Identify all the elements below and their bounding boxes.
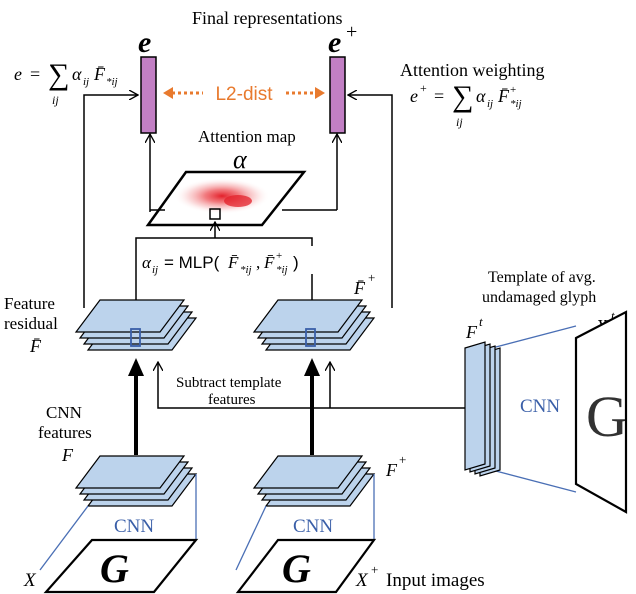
- svg-text:α: α: [142, 253, 152, 272]
- template-label-2: undamaged glyph: [482, 289, 596, 306]
- svg-text:α: α: [72, 64, 82, 84]
- attention-map-label: Attention map: [198, 127, 296, 146]
- subtract-connector: [158, 362, 470, 409]
- input-images-label: Input images: [386, 570, 485, 591]
- arrow-feature-to-e: [83, 95, 138, 308]
- e-plus-label: e +: [328, 21, 357, 59]
- svg-text:G: G: [586, 384, 628, 449]
- subtract-label-2: features: [208, 392, 256, 408]
- cnn-feature-stack-left: [74, 455, 198, 507]
- svg-text:F̄: F̄: [93, 64, 106, 84]
- svg-text:=: =: [434, 86, 444, 106]
- input-image-left: G: [43, 538, 199, 594]
- svg-text:F̄: F̄: [263, 253, 275, 272]
- embedding-bar-e: [140, 56, 157, 134]
- cnn-trapezoid-right-l: [235, 505, 267, 571]
- feature-residual-label-2: residual: [4, 314, 58, 333]
- thick-arrow-right-head: [304, 358, 320, 376]
- svg-text:ij: ij: [456, 115, 463, 129]
- svg-text:t: t: [479, 314, 483, 329]
- svg-text:F̄: F̄: [227, 253, 239, 272]
- svg-text:*ij: *ij: [106, 76, 118, 88]
- cnn-label-left: CNN: [114, 516, 154, 537]
- svg-text:∑: ∑: [452, 80, 473, 113]
- cnn-feature-stack-right: [252, 455, 376, 507]
- feature-residual-stack-left: [74, 299, 198, 351]
- svg-text:X: X: [355, 570, 369, 591]
- svg-text:*ij: *ij: [276, 264, 288, 276]
- svg-text:G: G: [282, 546, 311, 591]
- template-trapezoid-bottom: [491, 469, 577, 493]
- svg-text:+: +: [346, 21, 357, 43]
- template-cnn-label: CNN: [520, 396, 560, 417]
- svg-text:+: +: [371, 562, 378, 577]
- f-bar-label: F̄: [29, 336, 42, 356]
- cnn-features-label-2: features: [38, 423, 92, 442]
- svg-text:ij: ij: [487, 98, 493, 110]
- e-label: e: [138, 26, 151, 59]
- x-label: X: [23, 570, 37, 591]
- x-plus-label: X +: [355, 562, 378, 591]
- alpha-label: α: [233, 145, 248, 174]
- attention-cell-highlight: [209, 208, 221, 220]
- svg-text:e: e: [328, 26, 341, 59]
- svg-text:): ): [293, 253, 299, 272]
- cnn-features-label-1: CNN: [46, 403, 82, 422]
- svg-text:ij: ij: [52, 93, 59, 107]
- feature-residual-label-1: Feature: [4, 294, 55, 313]
- template-glyph-image: G: [574, 310, 628, 514]
- svg-text:α: α: [476, 86, 486, 106]
- svg-text:e: e: [410, 86, 418, 106]
- mlp-formula-bg: [140, 246, 316, 274]
- template-label-1: Template of avg.: [488, 269, 596, 286]
- mlp-connector: [135, 237, 313, 328]
- final-representations-title: Final representations: [192, 8, 342, 28]
- svg-text:F: F: [465, 322, 478, 342]
- template-trapezoid-top: [491, 325, 577, 349]
- ft-label: F t: [465, 314, 483, 342]
- svg-text:F̄: F̄: [497, 86, 510, 106]
- arrow-feature-to-e-plus: [348, 95, 393, 308]
- svg-text:t: t: [611, 308, 615, 323]
- svg-text:ij: ij: [152, 264, 158, 276]
- attention-heat-region: [174, 178, 270, 214]
- svg-text:*ij: *ij: [240, 264, 252, 276]
- f-label: F: [61, 445, 74, 465]
- thick-arrow-left-head: [128, 358, 144, 376]
- svg-text:F: F: [385, 460, 398, 480]
- l2-dist-arrow-right: [315, 87, 325, 99]
- l2-dist-label-bg: [203, 81, 285, 105]
- svg-text:,: ,: [256, 253, 260, 272]
- svg-text:*ij: *ij: [510, 98, 522, 110]
- embedding-bar-e-plus: [329, 56, 346, 134]
- cnn-label-right: CNN: [293, 516, 333, 537]
- svg-text:ij: ij: [83, 76, 89, 88]
- equation-e-plus: e + = ∑ ij α ij F̄ + *ij: [410, 80, 522, 129]
- svg-text:+: +: [399, 452, 406, 467]
- l2-dist-label: L2-dist: [215, 84, 273, 105]
- attention-weighting-label: Attention weighting: [400, 60, 544, 80]
- feature-residual-stack-right: [252, 299, 376, 351]
- input-image-right: G: [235, 538, 377, 594]
- svg-text:∑: ∑: [48, 58, 69, 91]
- f-plus-label: F +: [385, 452, 406, 480]
- subtract-label-1: Subtract template: [176, 375, 282, 391]
- svg-text:+: +: [510, 84, 516, 96]
- equation-e: e = ∑ ij α ij F̄ *ij: [14, 58, 118, 107]
- l2-dist-arrow-left: [163, 87, 173, 99]
- svg-text:+: +: [276, 250, 282, 262]
- mlp-formula: α ij = MLP( F̄ *ij , F̄ + *ij ): [142, 250, 299, 276]
- svg-text:+: +: [420, 81, 427, 95]
- svg-text:= MLP(: = MLP(: [164, 253, 220, 272]
- svg-text:+: +: [368, 270, 375, 285]
- f-bar-plus-label: F̄ +: [353, 270, 375, 298]
- cnn-trapezoid-left-l: [39, 505, 89, 571]
- attention-heat-core: [224, 195, 252, 207]
- svg-text:e: e: [14, 64, 22, 84]
- svg-text:F̄: F̄: [353, 278, 366, 298]
- template-feature-stack: [464, 341, 501, 477]
- svg-text:G: G: [100, 546, 129, 591]
- svg-text:=: =: [30, 64, 40, 84]
